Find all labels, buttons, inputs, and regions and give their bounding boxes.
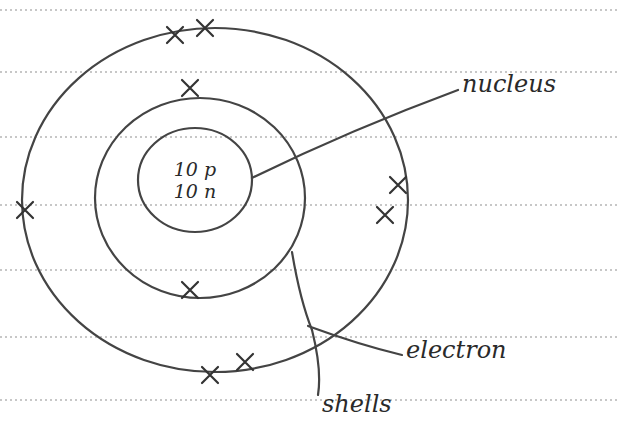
nucleus-label: nucleus [462,70,556,98]
inner-shell [95,98,305,298]
nucleus-circle: 10 p10 n [136,126,254,234]
shells-label: shells [322,390,392,418]
electron-label: electron [406,336,507,364]
particle-count: 10 n [174,180,216,202]
outer-shell [22,28,408,372]
shells-leader [292,252,319,395]
particle-count: 10 p [174,158,216,180]
nucleus-leader [252,90,458,178]
electron-leader [308,326,402,355]
electron-crosses [17,20,406,383]
ruled-lines [0,10,617,400]
